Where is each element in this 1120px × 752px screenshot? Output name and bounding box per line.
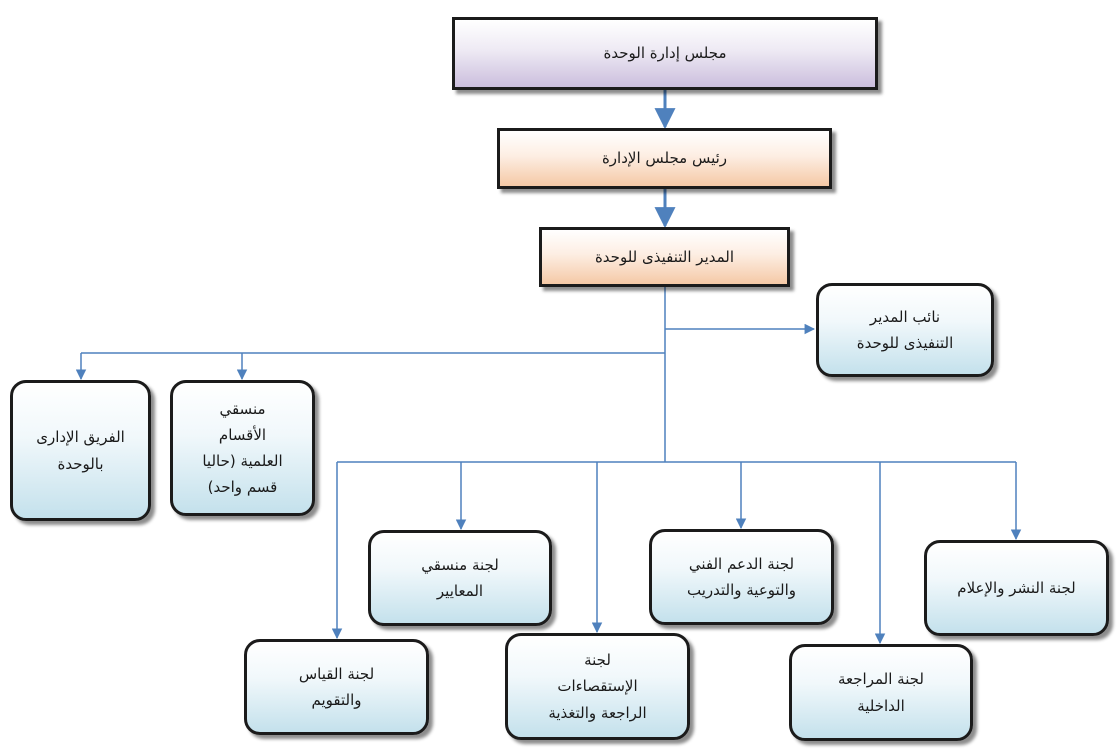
deputy-box: نائب المدير التنفيذى للوحدة: [816, 283, 994, 377]
coordinators-label-line: الأقسام: [218, 425, 267, 444]
standards-committee-box: لجنة منسقي المعايير: [368, 530, 552, 626]
deputy-label-line: التنفيذى للوحدة: [856, 334, 954, 352]
deputy-label-line: نائب المدير: [869, 307, 941, 326]
surveys-label-line: الراجعة والتغذية: [548, 703, 647, 722]
surveys-label-line: لجنة: [584, 651, 611, 670]
standards-label-line: المعايير: [436, 582, 484, 600]
board-label: مجلس إدارة الوحدة: [603, 44, 727, 63]
board-box: مجلس إدارة الوحدة: [452, 17, 878, 90]
technical-support-label-line: والتوعية والتدريب: [686, 581, 797, 599]
publishing-committee-box: لجنة النشر والإعلام: [924, 540, 1109, 636]
coordinators-label-line: منسقي: [219, 399, 266, 418]
technical-support-committee-box: لجنة الدعم الفني والتوعية والتدريب: [649, 529, 834, 625]
chairman-label: رئيس مجلس الإدارة: [601, 149, 728, 168]
admin-team-label-line: الفريق الإدارى: [36, 428, 125, 447]
internal-review-committee-box: لجنة المراجعة الداخلية: [789, 644, 973, 741]
coordinators-label-line: قسم واحد): [207, 478, 278, 497]
coordinators-box: منسقي الأقسام العلمية (حاليا قسم واحد): [170, 380, 315, 516]
measurement-committee-box: لجنة القياس والتقويم: [244, 639, 429, 735]
admin-team-label-line: بالوحدة: [57, 454, 104, 473]
standards-label-line: لجنة منسقي: [421, 555, 499, 574]
measurement-label-line: لجنة القياس: [298, 664, 375, 683]
technical-support-label-line: لجنة الدعم الفني: [688, 554, 795, 573]
internal-review-label-line: الداخلية: [857, 696, 905, 715]
measurement-label-line: والتقويم: [311, 691, 362, 709]
internal-review-label-line: لجنة المراجعة: [838, 670, 924, 689]
surveys-label-line: الإستقصاءات: [557, 677, 638, 696]
chairman-box: رئيس مجلس الإدارة: [497, 128, 832, 189]
director-box: المدير التنفيذى للوحدة: [539, 227, 790, 287]
surveys-committee-box: لجنة الإستقصاءات الراجعة والتغذية: [505, 633, 690, 740]
admin-team-box: الفريق الإدارى بالوحدة: [10, 380, 151, 521]
director-label: المدير التنفيذى للوحدة: [594, 247, 735, 266]
coordinators-label-line: العلمية (حاليا: [202, 452, 283, 470]
publishing-committee-label: لجنة النشر والإعلام: [957, 578, 1076, 597]
